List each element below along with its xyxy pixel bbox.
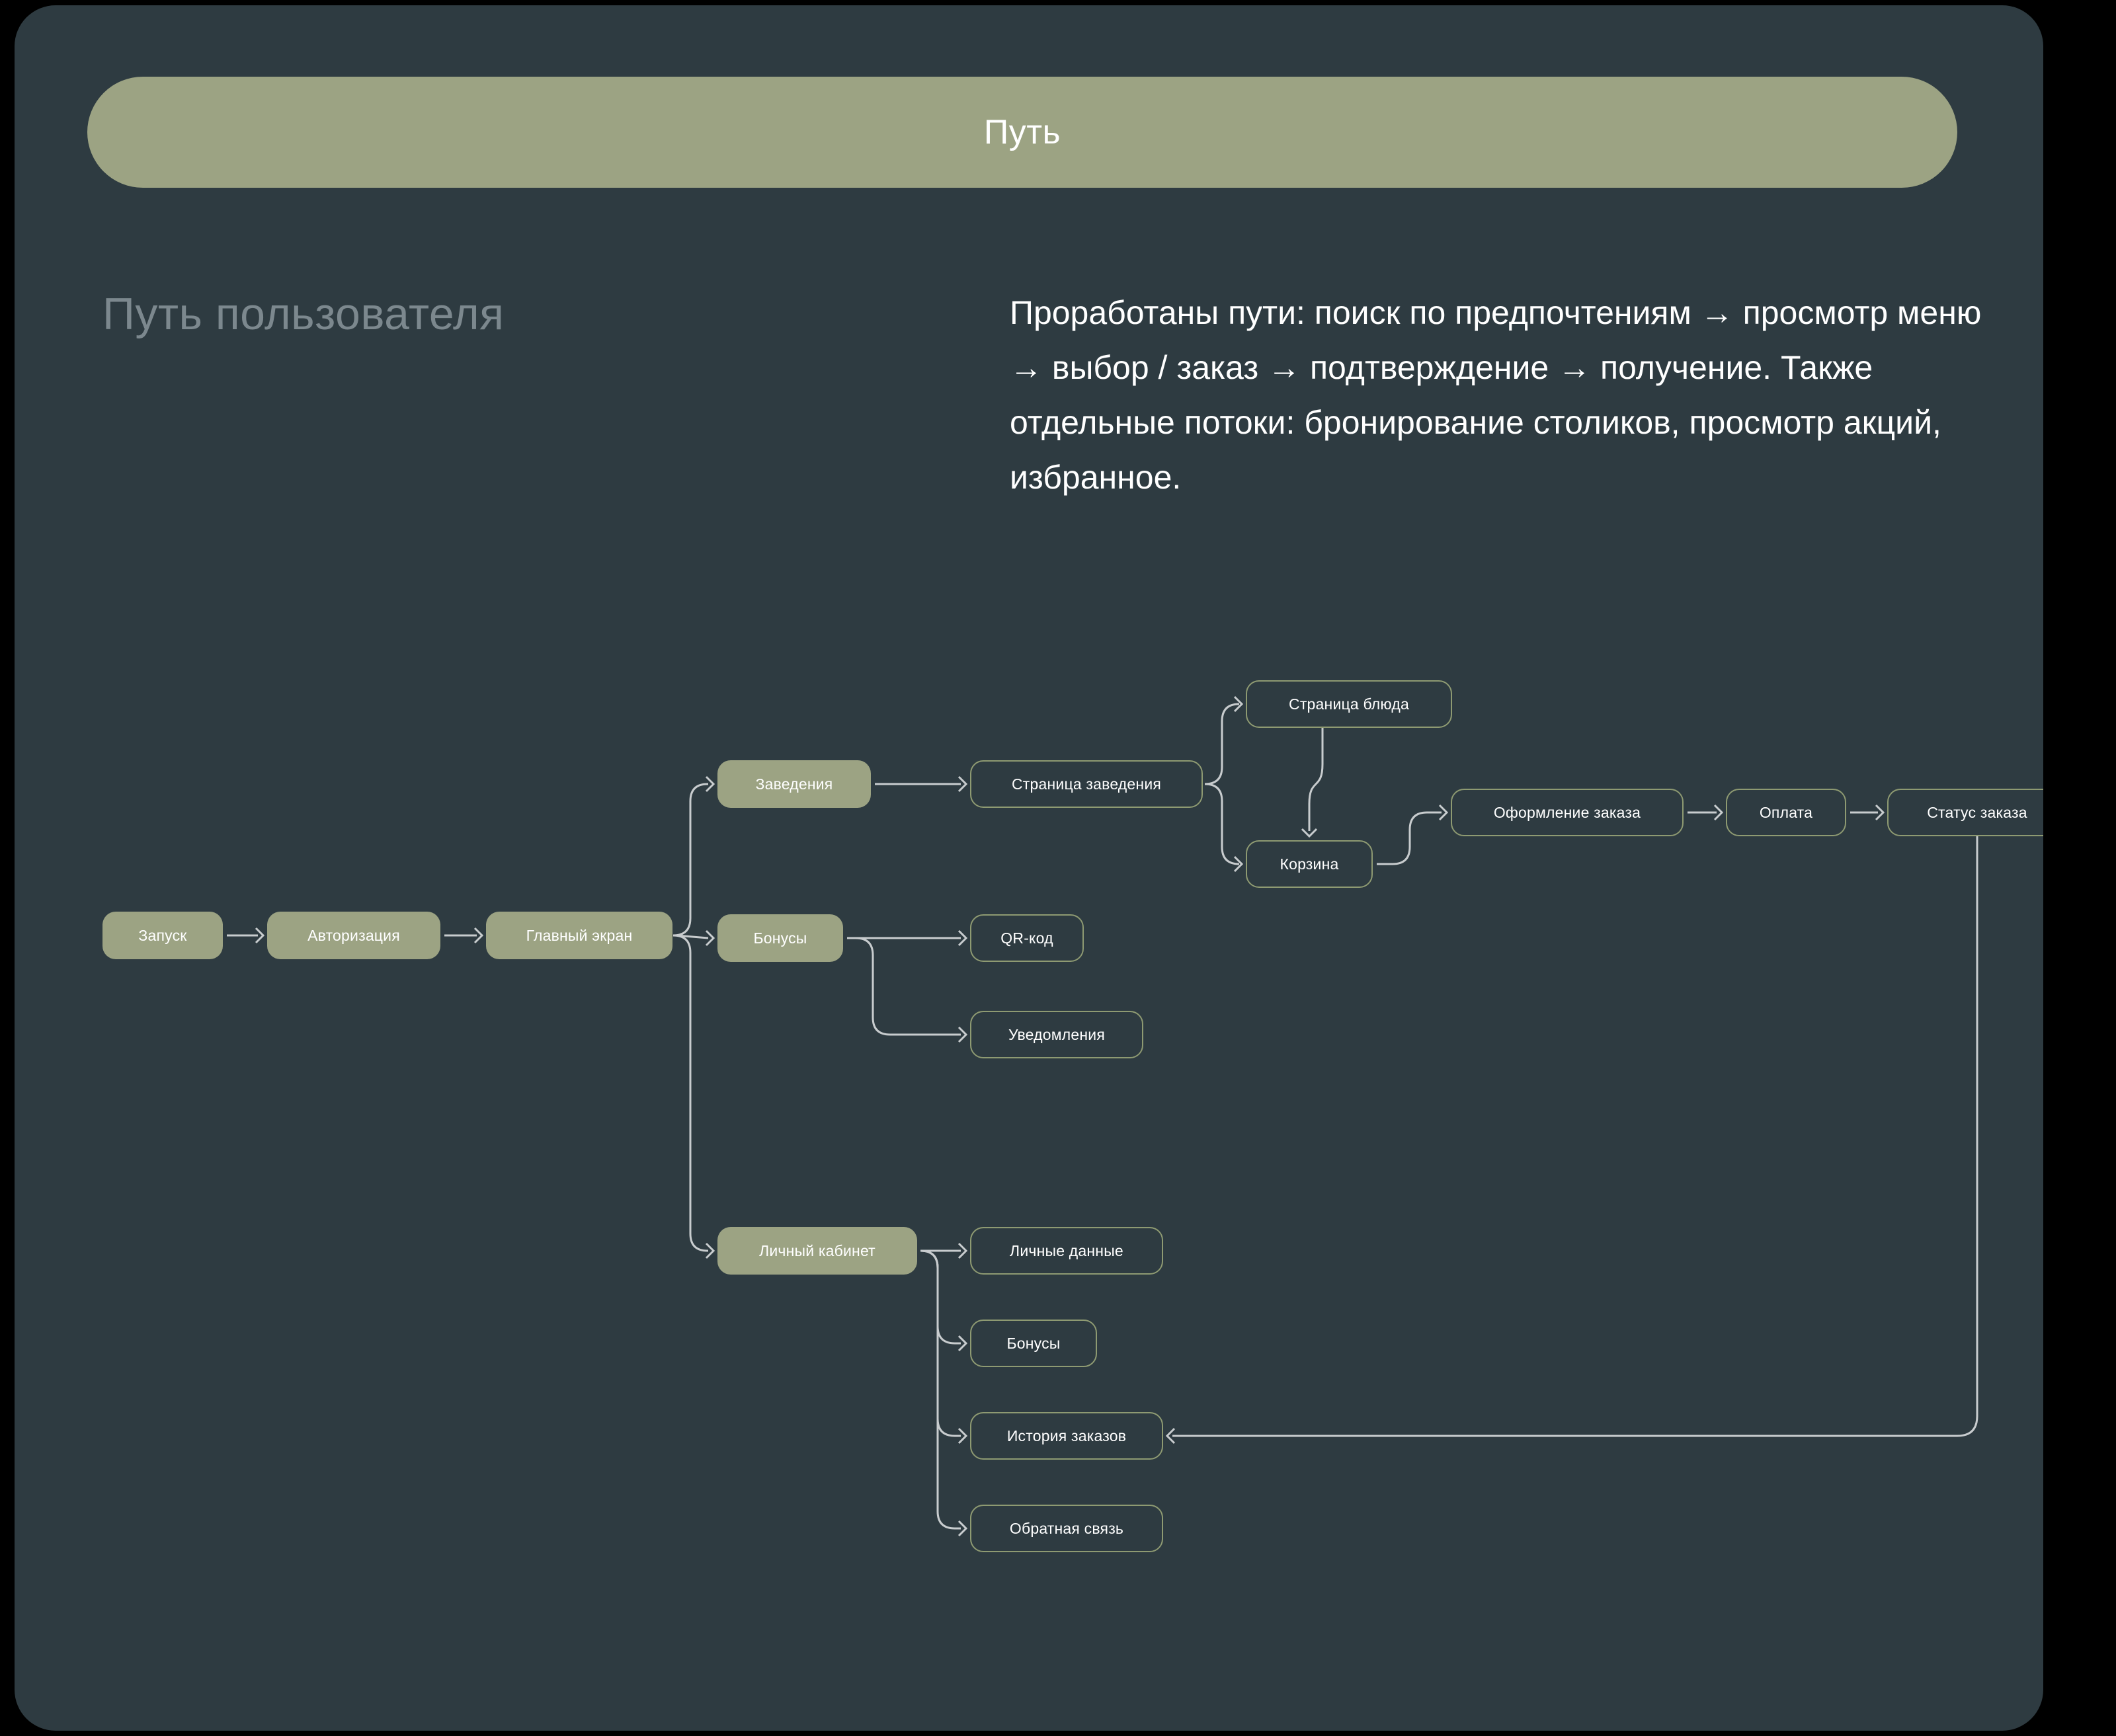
description-text: Проработаны пути: поиск по предпочтениям… [1010,294,1982,496]
edge-zapusk-avtorizaciya-arrow [255,927,265,944]
edge-glavny-zavedeniya-arrow [705,775,715,793]
flow-node-avtorizaciya[interactable]: Авторизация [267,912,440,959]
edge-lk-bonusy [920,1249,961,1345]
flow-node-oplata[interactable]: Оплата [1726,789,1846,836]
flow-node-label: История заказов [1006,1427,1127,1444]
edge-status-istoriya [1172,836,1978,1437]
flow-node-label: Авторизация [307,926,400,944]
edge-status-istoriya-arrow [1165,1427,1176,1444]
flow-node-label: Корзина [1280,855,1339,873]
edge-bonusy-uvedomleniya [847,937,961,1036]
flow-node-qr-kod[interactable]: QR-код [970,914,1084,962]
edge-glavny-lk-arrow [705,1242,715,1259]
edge-zavedeniya-stranicazav-arrow [957,775,968,793]
edge-stranicazav-korzina-arrow [1233,855,1244,873]
flow-node-label: Бонусы [753,929,807,947]
edge-stranicazav-blyudo [1204,703,1240,785]
edge-korzina-oformlenie-arrow [1438,804,1449,821]
flow-node-lichny-kabinet[interactable]: Личный кабинет [717,1227,917,1275]
slide-card: Путь Путь пользователя Проработаны пути:… [15,5,2043,1731]
edge-avtorizaciya-glavny-arrow [473,927,484,944]
flow-node-label: Обратная связь [1009,1519,1124,1537]
page-title: Путь [983,113,1061,151]
edge-lk-obratnaya-arrow [957,1520,968,1537]
edge-lk-istoriya [920,1249,961,1437]
flow-node-zapusk[interactable]: Запуск [102,912,223,959]
flow-node-stranica-blyuda[interactable]: Страница блюда [1246,680,1452,728]
flow-node-label: Главный экран [526,926,633,944]
flow-node-label: QR-код [1000,929,1053,947]
flow-node-label: Оплата [1759,803,1813,821]
flow-node-label: Оформление заказа [1493,803,1641,821]
flow-node-label: Запуск [138,926,187,944]
flow-node-stranica-zav[interactable]: Страница заведения [970,760,1203,808]
section-heading: Путь пользователя [102,289,505,339]
flow-node-korzina[interactable]: Корзина [1246,840,1373,888]
flow-node-label: Личные данные [1010,1242,1123,1259]
flow-node-bonusy-branch[interactable]: Бонусы [717,914,843,962]
flow-node-label: Заведения [755,775,833,793]
flow-node-uvedomleniya[interactable]: Уведомления [970,1011,1143,1058]
edge-glavny-bonusy [676,934,709,939]
flow-node-label: Личный кабинет [759,1242,875,1259]
edge-lk-bonusy-arrow [957,1335,968,1352]
edge-bonusy-qr-arrow [957,929,968,947]
flow-node-label: Страница блюда [1289,695,1409,713]
flow-node-zavedeniya[interactable]: Заведения [717,760,871,808]
flow-node-oformlenie[interactable]: Оформление заказа [1451,789,1684,836]
flow-node-glavny-ekran[interactable]: Главный экран [486,912,672,959]
edge-korzina-oformlenie [1377,811,1442,865]
edge-stranicazav-blyudo-arrow [1233,695,1244,713]
slide-title-bar: Путь [87,77,1957,188]
edge-blyudo-korzina [1308,728,1324,831]
flow-node-label: Статус заказа [1927,803,2027,821]
flow-node-status-zakaza[interactable]: Статус заказа [1887,789,2043,836]
flow-node-label: Страница заведения [1011,775,1162,793]
flow-node-label: Бонусы [1006,1334,1061,1352]
edge-stranicazav-korzina [1204,783,1240,865]
edge-glavny-bonusy-arrow [705,929,715,947]
edge-glavny-zavedeniya [672,783,708,937]
edge-glavny-lk [672,934,708,1252]
edge-lk-istoriya-arrow [957,1427,968,1444]
flow-node-lichnye-dannye[interactable]: Личные данные [970,1227,1163,1275]
edge-lk-lichnyedannye-arrow [957,1242,968,1259]
flow-node-obratnaya[interactable]: Обратная связь [970,1505,1163,1552]
edge-lk-obratnaya [920,1249,961,1530]
edge-oformlenie-oplata-arrow [1713,804,1724,821]
flow-node-label: Уведомления [1008,1025,1105,1043]
edge-oplata-status-arrow [1875,804,1885,821]
flow-connector-layer [227,695,1978,1537]
flow-node-bonusy-lk[interactable]: Бонусы [970,1320,1097,1367]
edge-blyudo-korzina-arrow [1301,828,1318,838]
flow-node-istoriya[interactable]: История заказов [970,1412,1163,1460]
edge-bonusy-uvedomleniya-arrow [957,1026,968,1043]
